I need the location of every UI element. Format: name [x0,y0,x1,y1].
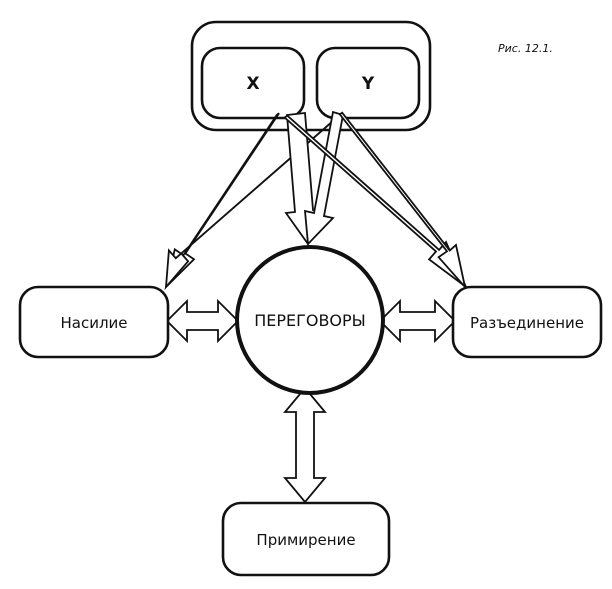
double-arrow-violence-negotiations [165,298,240,344]
party-y-label: Y [361,74,375,94]
arrow-y-to-separation [338,111,467,291]
party-x-label: X [246,74,259,94]
reconciliation-box [221,501,391,577]
double-arrow-negotiations-reconciliation [283,386,327,504]
negotiations-circle [235,245,385,395]
party-x-box [200,46,306,120]
double-arrow-negotiations-separation [378,298,457,344]
violence-box [18,285,170,359]
figure-caption: Рис. 12.1. [498,42,553,55]
reconciliation-label: Примирение [256,531,355,549]
violence-label: Насилие [60,314,127,332]
separation-label: Разъединение [470,314,584,332]
party-y-box [315,46,421,120]
negotiations-label: ПЕРЕГОВОРЫ [254,311,366,330]
arrow-y-to-negotiations [303,110,345,247]
separation-box [451,285,603,359]
